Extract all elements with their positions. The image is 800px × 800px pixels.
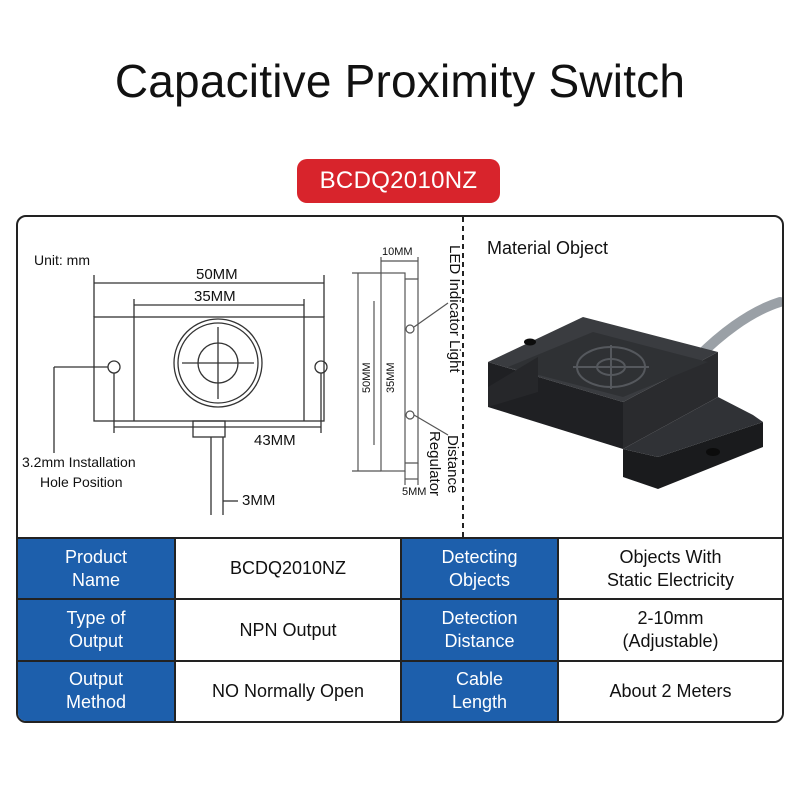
dim-43mm-label: 43MM: [254, 432, 296, 449]
spec-value-output-method: NO Normally Open: [174, 659, 402, 721]
distance-label-line2: Regulator: [426, 431, 443, 496]
spec-value-type-of-output: NPN Output: [174, 598, 402, 662]
hole-label-line2: Hole Position: [40, 474, 123, 490]
side-dim-50mm-label: 50MM: [361, 362, 373, 393]
unit-label: Unit: mm: [34, 252, 90, 268]
distance-label-line1: Distance: [444, 435, 461, 493]
technical-drawing: Unit: mm 50MM 35MM 43MM 3MM 3.2mm Instal…: [18, 217, 782, 537]
front-view: [53, 275, 328, 515]
dim-3mm-label: 3MM: [242, 492, 275, 509]
led-indicator-label: LED Indicator Light: [446, 245, 463, 373]
side-body-outline: [380, 272, 406, 472]
spec-value-detection-distance: 2-10mm(Adjustable): [557, 598, 782, 662]
side-dim-10mm-label: 10MM: [382, 246, 413, 258]
hole-label-line1: 3.2mm Installation: [22, 454, 136, 470]
cable-illustration: [693, 297, 782, 362]
spec-value-product-name: BCDQ2010NZ: [174, 536, 402, 601]
side-view: [352, 257, 449, 485]
page-title: Capacitive Proximity Switch: [114, 55, 686, 107]
model-badge: BCDQ2010NZ: [297, 159, 500, 203]
product-panel: Unit: mm 50MM 35MM 43MM 3MM 3.2mm Instal…: [16, 215, 784, 723]
mount-hole-left: [107, 360, 121, 374]
dimension-drawing: Unit: mm 50MM 35MM 43MM 3MM 3.2mm Instal…: [22, 217, 782, 537]
spec-value-cable-length: About 2 Meters: [557, 659, 782, 721]
sensor-photo-illustration: [488, 297, 782, 489]
dim-35mm-label: 35MM: [194, 288, 236, 305]
mount-hole-right: [314, 360, 328, 374]
distance-regulator-icon: [405, 410, 415, 420]
dim-50mm-label: 50MM: [196, 266, 238, 283]
side-dim-5mm-label: 5MM: [402, 486, 426, 498]
side-dim-35mm-label: 35MM: [385, 362, 397, 393]
sensing-face-outer: [173, 318, 263, 408]
led-indicator-icon: [405, 324, 415, 334]
sensor-body-outline: [93, 316, 325, 422]
material-object-label: Material Object: [487, 238, 608, 258]
